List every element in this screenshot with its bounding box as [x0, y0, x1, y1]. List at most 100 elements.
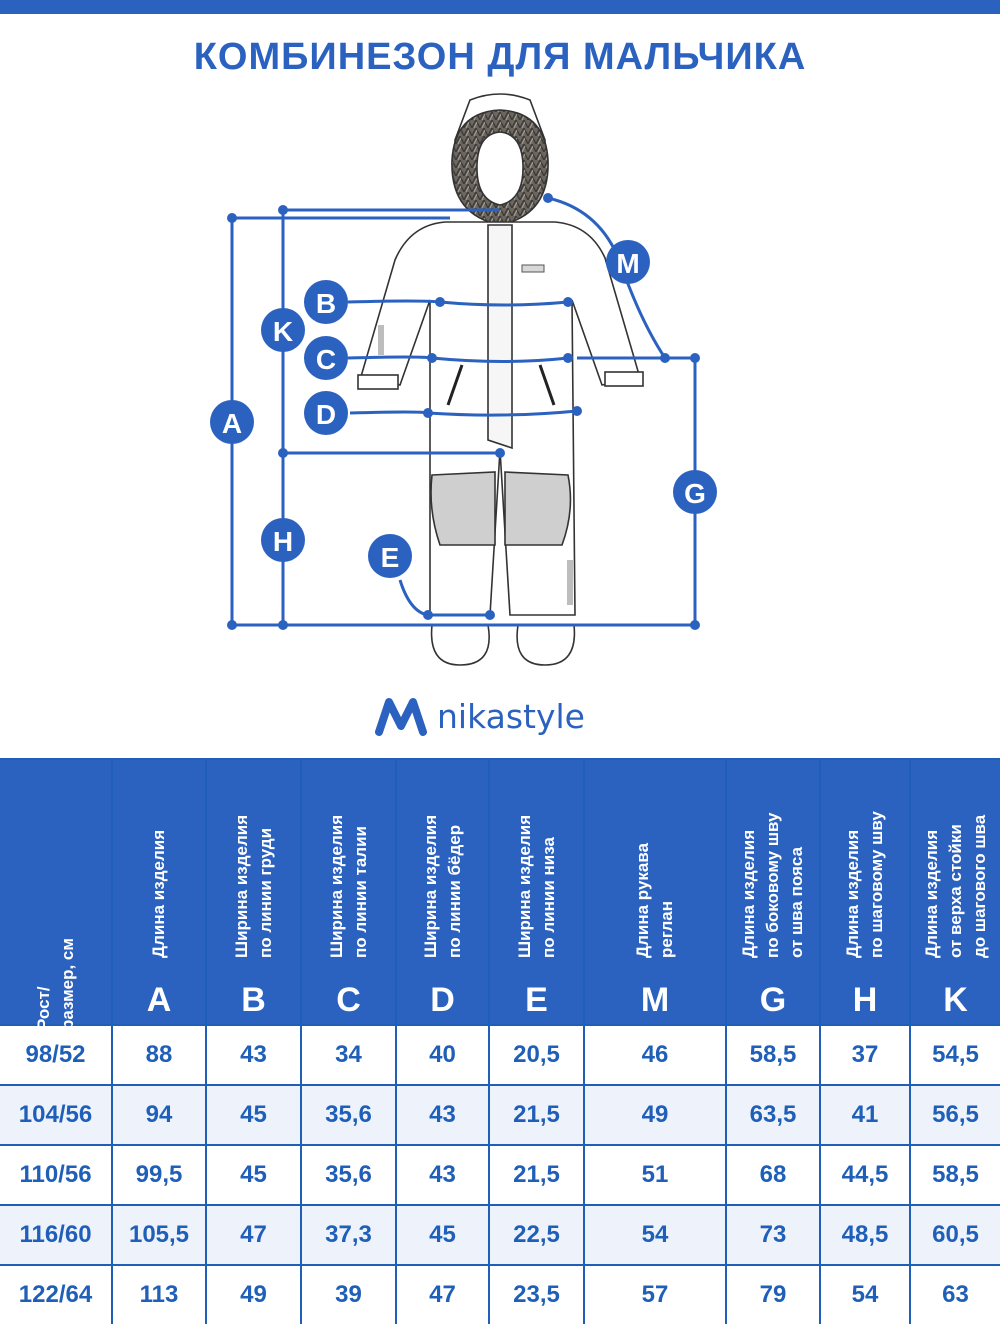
column-header-letter: C: [336, 981, 361, 1019]
brand-logo: nikastyle: [375, 688, 635, 744]
top-bar: [0, 0, 1000, 14]
measurement-cell: 43: [205, 1024, 302, 1086]
measurement-cell: 46: [583, 1024, 727, 1086]
column-header: Длина изделия по боковому шву от шва поя…: [725, 758, 821, 1026]
column-header-label: Длина изделия: [149, 829, 168, 958]
column-header-label: Ширина изделия по линии груди: [231, 814, 275, 958]
size-cell: 104/56: [0, 1084, 113, 1146]
measurement-cell: 20,5: [488, 1024, 585, 1086]
marker-m: M: [606, 240, 650, 284]
svg-text:K: K: [273, 316, 293, 347]
measurement-cell: 40: [395, 1024, 490, 1086]
column-header: Рост/ размер, см: [0, 758, 113, 1030]
column-header-letter: A: [146, 981, 172, 1019]
measurement-cell: 58,5: [909, 1144, 1000, 1206]
column-header-label: Длина рукава реглан: [633, 842, 676, 958]
measurement-cell: 63: [909, 1264, 1000, 1324]
marker-e: E: [368, 534, 412, 578]
svg-text:C: C: [316, 344, 336, 375]
measurement-cell: 39: [300, 1264, 397, 1324]
measurement-cell: 54: [819, 1264, 911, 1324]
measurement-cell: 99,5: [111, 1144, 207, 1206]
measurement-cell: 48,5: [819, 1204, 911, 1266]
svg-text:D: D: [316, 399, 336, 430]
measurement-cell: 56,5: [909, 1084, 1000, 1146]
measurement-cell: 45: [205, 1084, 302, 1146]
measurement-cell: 44,5: [819, 1144, 911, 1206]
measurement-cell: 94: [111, 1084, 207, 1146]
column-header-label: Рост/ размер, см: [33, 938, 77, 1030]
measurement-cell: 60,5: [909, 1204, 1000, 1266]
garment-diagram: A B K C D H E M G: [210, 93, 717, 666]
measurement-cell: 73: [725, 1204, 821, 1266]
column-header-label: Длина изделия от верха стойки до шаговог…: [921, 814, 989, 958]
marker-b: B: [304, 280, 348, 324]
measurement-cell: 113: [111, 1264, 207, 1324]
column-header-letter: E: [525, 981, 548, 1019]
measurement-cell: 21,5: [488, 1144, 585, 1206]
svg-text:E: E: [381, 542, 400, 573]
measurement-cell: 23,5: [488, 1264, 585, 1324]
measurement-cell: 37,3: [300, 1204, 397, 1266]
size-cell: 116/60: [0, 1204, 113, 1266]
measurement-cell: 54,5: [909, 1024, 1000, 1086]
column-header-label: Ширина изделия по линии бёдер: [420, 814, 464, 958]
measurement-cell: 47: [205, 1204, 302, 1266]
measurement-dots: [227, 193, 700, 630]
marker-k: K: [261, 308, 305, 352]
marker-a: A: [210, 400, 254, 444]
column-header-letter: D: [430, 981, 455, 1019]
measurement-cell: 35,6: [300, 1144, 397, 1206]
column-header-letter: G: [759, 981, 787, 1019]
measurement-cell: 88: [111, 1024, 207, 1086]
measurement-cell: 37: [819, 1024, 911, 1086]
measurement-cell: 54: [583, 1204, 727, 1266]
measurement-cell: 68: [725, 1144, 821, 1206]
svg-text:M: M: [616, 248, 639, 279]
marker-c: C: [304, 336, 348, 380]
measurement-cell: 105,5: [111, 1204, 207, 1266]
measurement-cell: 79: [725, 1264, 821, 1324]
size-cell: 110/56: [0, 1144, 113, 1206]
measurement-cell: 34: [300, 1024, 397, 1086]
size-cell: 122/64: [0, 1264, 113, 1324]
measurement-cell: 41: [819, 1084, 911, 1146]
measurement-cell: 22,5: [488, 1204, 585, 1266]
svg-text:B: B: [316, 288, 336, 319]
column-header-label: Длина изделия по боковому шву от шва поя…: [739, 812, 806, 959]
marker-d: D: [304, 391, 348, 435]
svg-text:G: G: [684, 478, 706, 509]
column-header-letter: K: [943, 981, 968, 1019]
measurement-cell: 58,5: [725, 1024, 821, 1086]
brand-name: nikastyle: [437, 696, 585, 736]
column-header-label: Длина изделия по шаговому шву: [843, 811, 886, 958]
measurement-cell: 51: [583, 1144, 727, 1206]
measurement-cell: 49: [583, 1084, 727, 1146]
nikastyle-logo-icon: [375, 698, 427, 736]
measurement-cell: 43: [395, 1144, 490, 1206]
marker-g: G: [673, 470, 717, 514]
measurement-cell: 21,5: [488, 1084, 585, 1146]
measurement-cell: 45: [205, 1144, 302, 1206]
column-header-letter: H: [852, 981, 878, 1019]
marker-h: H: [261, 518, 305, 562]
measurement-cell: 57: [583, 1264, 727, 1324]
column-header-letter: M: [640, 981, 670, 1019]
measurement-cell: 49: [205, 1264, 302, 1324]
column-header-label: Ширина изделия по линии низа: [514, 814, 558, 958]
measurement-cell: 63,5: [725, 1084, 821, 1146]
measurement-cell: 45: [395, 1204, 490, 1266]
measurement-cell: 35,6: [300, 1084, 397, 1146]
